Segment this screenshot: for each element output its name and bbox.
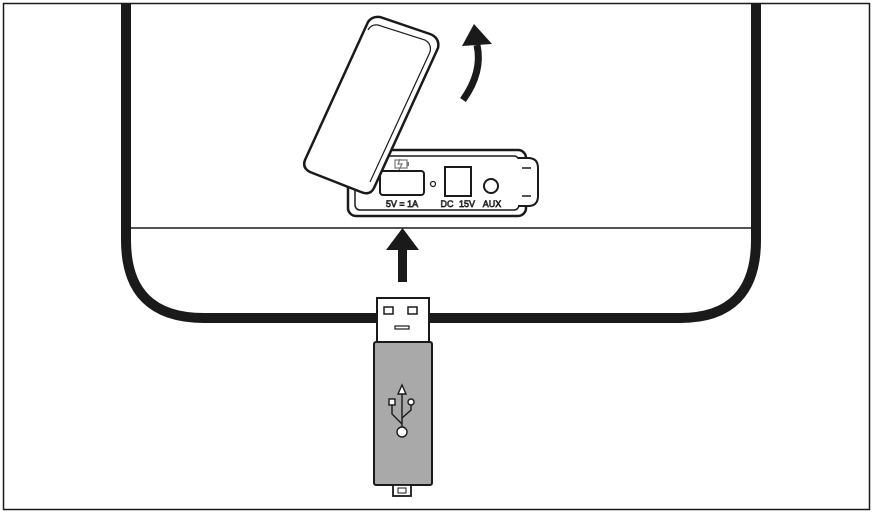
usb-symbol-icon <box>388 383 415 438</box>
usb-drive-body <box>373 341 433 486</box>
dc-voltage-label: 15V <box>459 199 475 209</box>
usb-port <box>379 170 425 196</box>
aux-port-label: AUX <box>483 199 502 209</box>
frame-border <box>2 2 871 511</box>
usb-connector <box>376 297 430 343</box>
dc-port <box>444 166 472 197</box>
battery-charging-icon <box>394 158 409 171</box>
status-led <box>429 180 437 188</box>
port-cover-lid <box>302 15 440 195</box>
aux-port <box>483 178 499 194</box>
dc-port-label: DC <box>441 199 454 209</box>
usb-drive <box>373 297 433 497</box>
curved-arrow-up-icon <box>460 24 492 103</box>
usb-port-label: 5V = 1A <box>386 199 418 209</box>
device-body <box>121 4 761 323</box>
arrow-up-icon <box>386 228 419 282</box>
